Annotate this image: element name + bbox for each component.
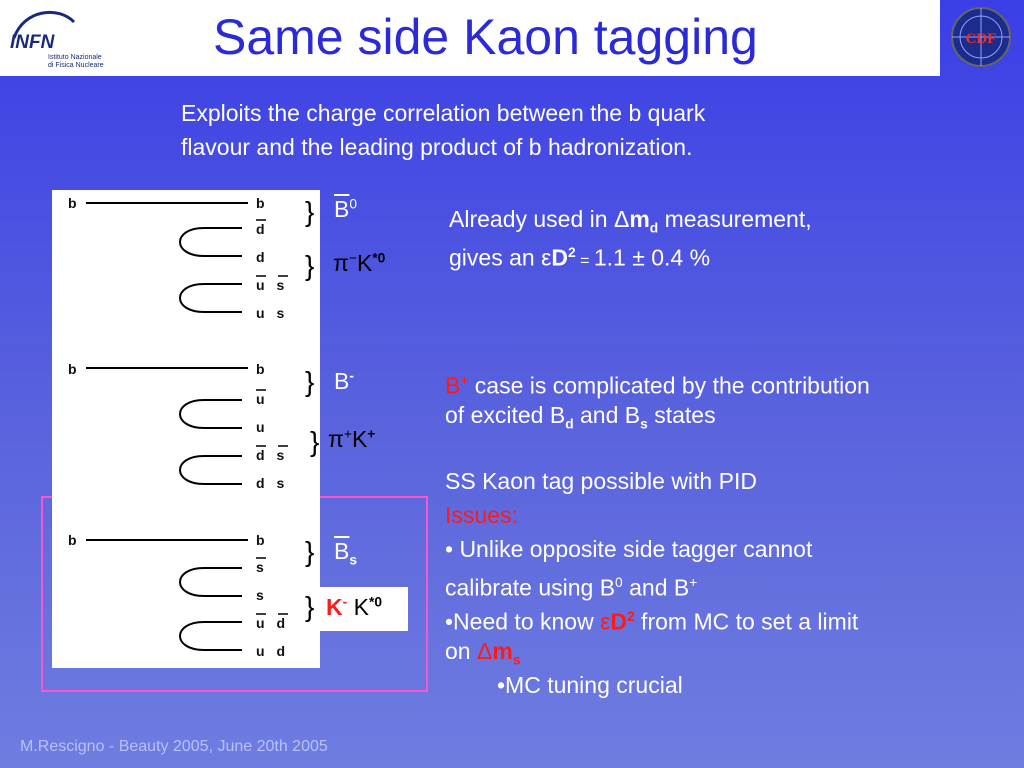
infn-logo-text: INFN — [10, 32, 56, 53]
bs-diagram: b b s s u d u d — [68, 532, 288, 659]
bs-products-box — [318, 587, 408, 631]
gives-line: gives an εD2 = 1.1 ± 0.4 % — [449, 244, 711, 271]
page-title: Same side Kaon tagging — [213, 9, 758, 65]
bullet-1-line-2: calibrate using B0 and B+ — [445, 574, 698, 601]
bullet-3-line: •MC tuning crucial — [497, 672, 683, 698]
b0-meson-label: B0 — [334, 196, 358, 222]
bminus-brace: } — [305, 366, 315, 397]
bminus-quark-d-s: d s — [256, 475, 284, 491]
b0-quark-dbar: d — [256, 221, 265, 237]
bs-quark-sbar: s — [256, 559, 264, 575]
infn-subtitle-2: di Fisica Nucleare — [48, 62, 104, 69]
bs-quark-ubar-dbar: u d — [256, 615, 285, 631]
infn-logo: INFN Istituto Nazionale di Fisica Nuclea… — [10, 10, 104, 69]
intro-line-2: flavour and the leading product of b had… — [181, 134, 693, 160]
bullet-2-line-2: on Δms — [445, 638, 521, 668]
bminus-quark-b-out: b — [256, 361, 265, 377]
bminus-products-brace: } — [310, 426, 320, 457]
b0-quark-ubar-sbar: u s — [256, 277, 284, 293]
cdf-logo-text: CDF — [966, 31, 997, 47]
bs-products-label: K- K*0 — [326, 594, 383, 620]
b0-diagram: b b d d u s u s — [68, 195, 288, 321]
bminus-quark-b-in: b — [68, 361, 77, 377]
bs-quark-b-in: b — [68, 532, 77, 548]
bminus-meson-label: B- — [334, 368, 354, 394]
bplus-line: B+ case is complicated by the contributi… — [445, 372, 870, 399]
bs-meson-label: Bs — [334, 538, 358, 568]
bs-quark-u-d: u d — [256, 643, 285, 659]
title-bar — [0, 0, 940, 76]
bminus-quark-u: u — [256, 419, 265, 435]
b0-quark-b-in: b — [68, 195, 77, 211]
b0-products-label: π−K*0 — [333, 250, 386, 276]
intro-line-1: Exploits the charge correlation between … — [181, 100, 706, 126]
bminus-diagram: b b u u d s d s — [68, 361, 288, 491]
ss-kaon-line: SS Kaon tag possible with PID — [445, 468, 757, 494]
bs-quark-s: s — [256, 587, 264, 603]
bminus-quark-dbar-sbar: d s — [256, 447, 284, 463]
bullet-1-line-1: • Unlike opposite side tagger cannot — [445, 536, 813, 562]
bullet-2-line-1: •Need to know εD2 from MC to set a limit — [445, 608, 859, 635]
b0-products-brace: } — [305, 250, 315, 281]
b0-quark-u-s: u s — [256, 305, 284, 321]
issues-heading: Issues: — [445, 502, 518, 528]
bminus-products-label: π+K+ — [328, 426, 376, 452]
quark-flow-diagram: b b d d u s u s b b u u d s d s — [52, 190, 320, 668]
b0-quark-b-out: b — [256, 195, 265, 211]
cdf-logo: CDF — [951, 7, 1011, 67]
bs-brace: } — [305, 536, 315, 567]
bs-quark-b-out: b — [256, 532, 265, 548]
excited-states-line: of excited Bd and Bs states — [445, 402, 716, 432]
bminus-quark-ubar: u — [256, 391, 265, 407]
b0-brace: } — [305, 196, 315, 227]
already-used-line: Already used in Δmd measurement, — [449, 206, 812, 236]
b0-quark-d: d — [256, 249, 265, 265]
footer-text: M.Rescigno - Beauty 2005, June 20th 2005 — [20, 738, 328, 755]
bs-products-brace: } — [305, 591, 315, 622]
infn-subtitle-1: Istituto Nazionale — [48, 54, 102, 61]
